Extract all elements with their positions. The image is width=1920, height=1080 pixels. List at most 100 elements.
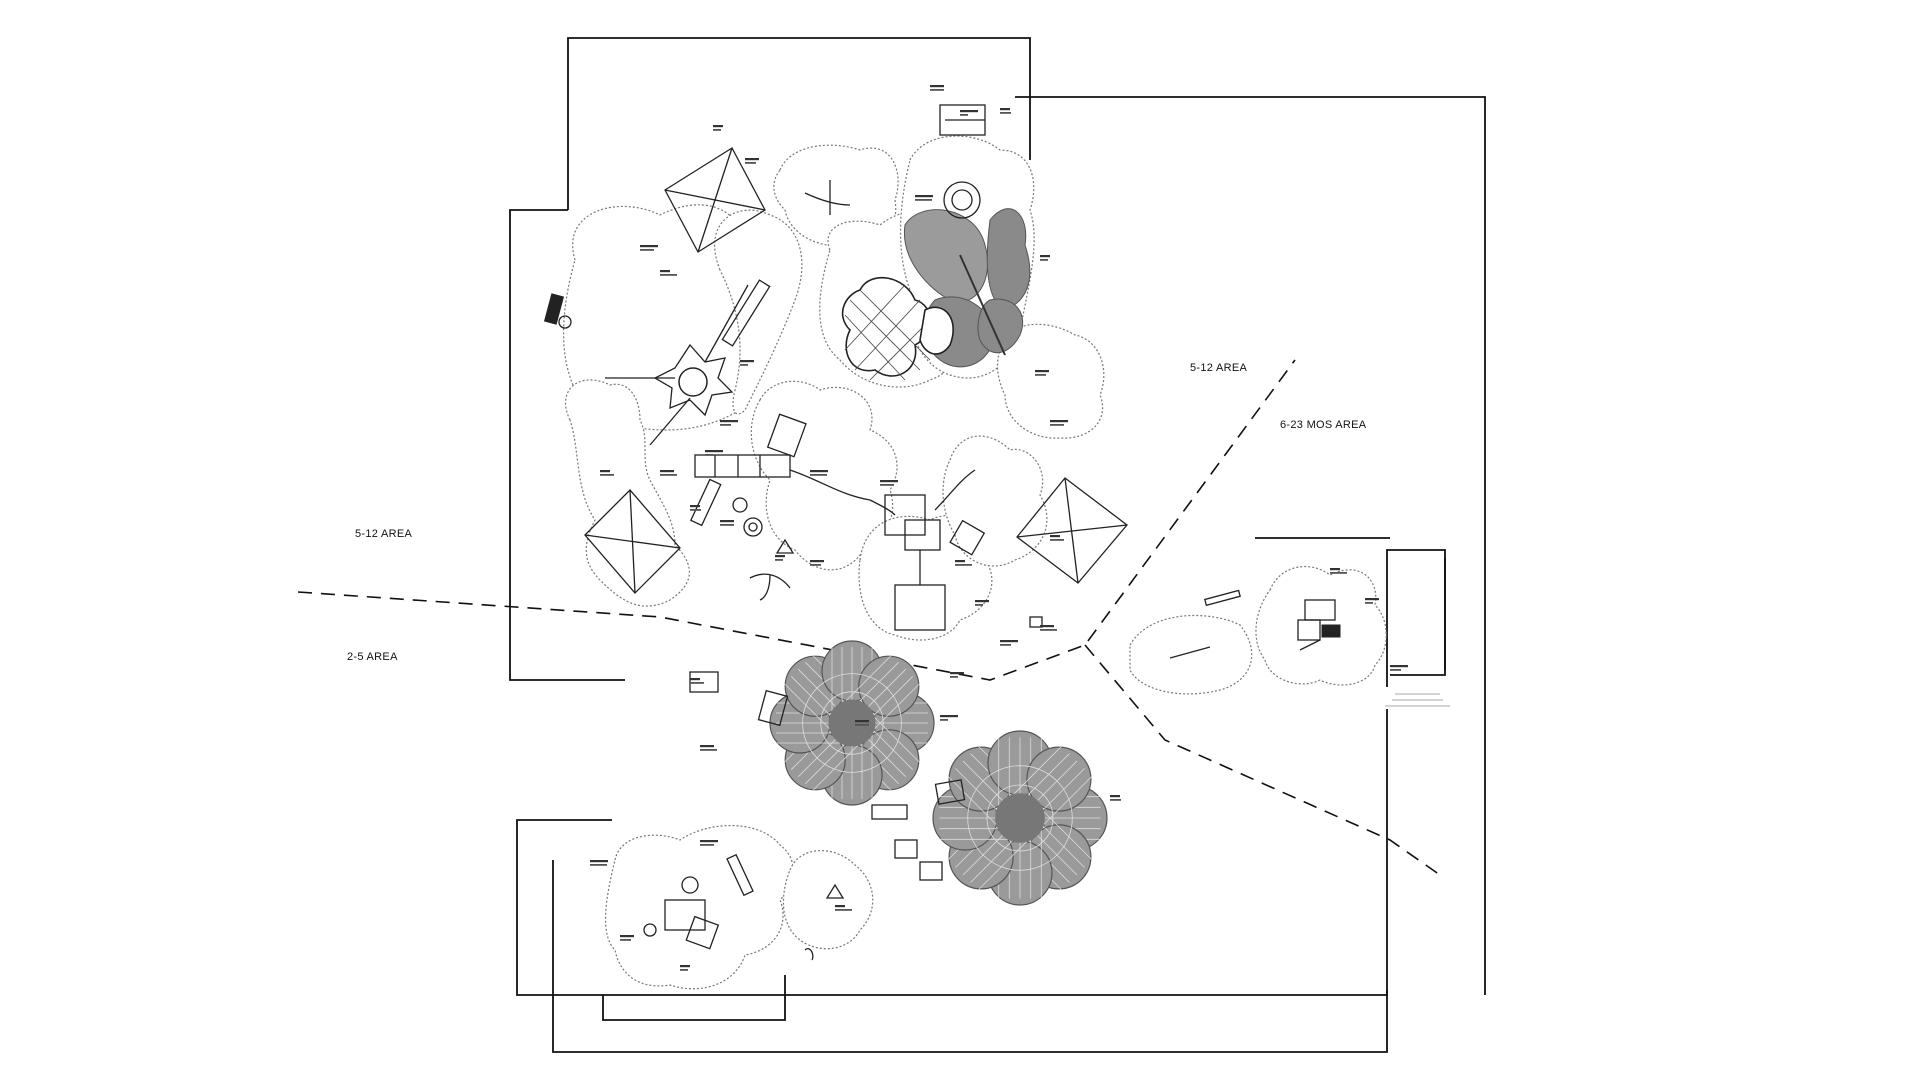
callout-mark: [700, 745, 714, 748]
callout-mark: [1330, 568, 1340, 571]
callout-mark: [590, 860, 608, 863]
callout-mark: [955, 564, 972, 566]
callout-mark: [940, 715, 958, 718]
play-structure-icon: [643, 478, 845, 961]
callout-mark: [950, 672, 964, 675]
callout-mark: [700, 749, 717, 751]
callout-mark: [835, 909, 852, 911]
callout-mark: [1390, 665, 1408, 668]
callout-mark: [690, 682, 704, 684]
callout-mark: [660, 270, 670, 273]
callout-mark: [660, 274, 677, 276]
spring-rider-icon: [804, 104, 986, 219]
callout-mark: [1110, 795, 1120, 798]
callout-mark: [975, 600, 989, 603]
callout-mark: [600, 470, 610, 473]
callout-mark: [1035, 374, 1046, 376]
callout-mark: [660, 470, 674, 473]
callout-mark: [915, 199, 932, 201]
callout-mark: [705, 450, 723, 453]
callout-mark: [1040, 625, 1054, 628]
callout-mark: [590, 864, 607, 866]
callout-mark: [930, 85, 944, 88]
callout-mark: [745, 162, 756, 164]
callout-mark: [740, 360, 754, 363]
net-strand: [865, 683, 921, 738]
play-structure-icon: [605, 279, 986, 631]
play-structure-icon: [1169, 589, 1341, 659]
callout-mark: [713, 125, 723, 128]
shade-canopy-icon: [664, 147, 766, 253]
zone-label-5-12-left: 5-12 AREA: [355, 528, 412, 540]
callout-mark: [960, 110, 978, 113]
dimension-lines: [509, 37, 1486, 1053]
callout-mark: [880, 480, 898, 483]
callout-mark: [720, 520, 734, 523]
callout-mark: [1050, 424, 1064, 426]
callout-mark: [810, 474, 827, 476]
callout-mark: [620, 939, 631, 941]
callout-mark: [705, 454, 713, 456]
shade-canopy-icon: [1016, 477, 1128, 584]
callout-mark: [835, 905, 845, 908]
callout-mark: [1040, 629, 1057, 631]
net-strand: [865, 708, 921, 763]
callout-mark: [700, 840, 718, 843]
callout-mark: [740, 364, 748, 366]
callout-mark: [775, 555, 785, 558]
shade-canopy-icon: [584, 489, 681, 594]
callout-mark: [950, 676, 958, 678]
zone-label-2-5: 2-5 AREA: [347, 651, 398, 663]
callout-mark: [1000, 644, 1011, 646]
flower-hub: [995, 793, 1045, 843]
callout-mark: [640, 249, 654, 251]
flower-hub: [828, 699, 876, 747]
callout-mark: [1390, 669, 1401, 671]
callout-mark: [720, 524, 734, 526]
callout-mark: [660, 474, 677, 476]
callout-mark: [1110, 799, 1121, 801]
callout-mark: [680, 969, 688, 971]
callout-mark: [713, 129, 721, 131]
callout-mark: [955, 560, 965, 563]
callout-mark: [855, 724, 869, 726]
callout-mark: [775, 559, 783, 561]
callout-mark: [1000, 108, 1010, 111]
callout-mark: [1050, 539, 1064, 541]
callout-mark: [960, 114, 968, 116]
flower-net-climber-icon: [932, 730, 1108, 906]
equipment-callouts: [590, 85, 1408, 971]
callout-mark: [700, 844, 714, 846]
callout-mark: [940, 719, 948, 721]
callout-mark: [1365, 602, 1373, 604]
callout-mark: [930, 89, 944, 91]
approval-stamp: [1380, 687, 1455, 709]
callout-mark: [915, 195, 933, 198]
callout-mark: [810, 564, 821, 566]
callout-mark: [810, 560, 824, 563]
callout-mark: [690, 505, 700, 508]
callout-mark: [720, 424, 731, 426]
net-strand: [977, 832, 1036, 891]
zone-label-5-12-right: 5-12 AREA: [1190, 362, 1247, 374]
callout-mark: [1035, 370, 1049, 373]
net-ring: [986, 784, 1054, 852]
callout-mark: [620, 935, 634, 938]
net-strand: [812, 736, 867, 792]
callout-mark: [1040, 259, 1048, 261]
flower-net-climber-icon: [769, 640, 935, 806]
net-strand: [1004, 745, 1063, 804]
callout-mark: [745, 158, 759, 161]
net-ring: [967, 765, 1073, 871]
callout-mark: [1000, 640, 1018, 643]
callout-mark: [1050, 535, 1060, 538]
callout-mark: [1365, 598, 1379, 601]
callout-mark: [720, 420, 738, 423]
callout-mark: [640, 245, 658, 248]
zone-label-6-23-mos: 6-23 MOS AREA: [1280, 419, 1367, 431]
callout-mark: [810, 470, 828, 473]
callout-mark: [680, 965, 690, 968]
callout-mark: [1000, 112, 1011, 114]
net-strand: [1034, 775, 1093, 834]
